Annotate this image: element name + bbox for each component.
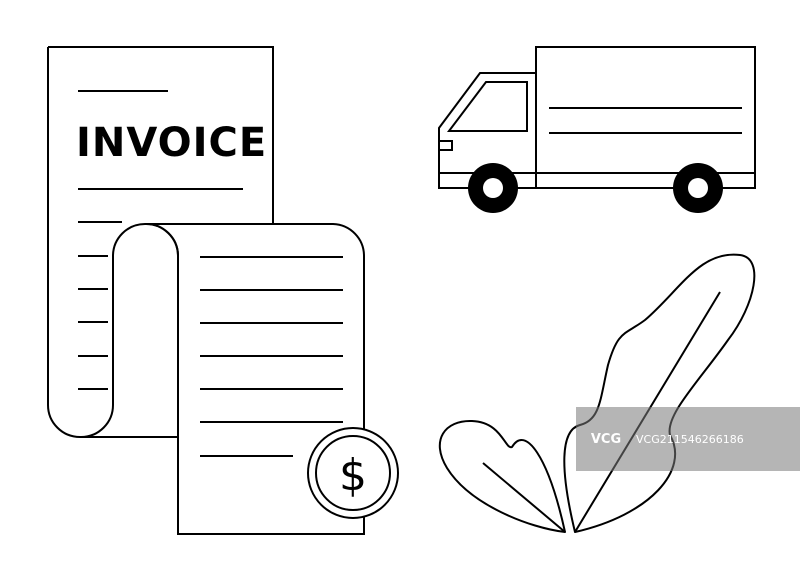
dollar-coin-icon: $ — [307, 427, 399, 519]
watermark-banner: VCG VCG211546266186 — [576, 407, 800, 471]
scroll-document — [80, 222, 365, 535]
delivery-truck-icon — [438, 46, 756, 189]
plant-leaves-icon — [438, 253, 756, 533]
watermark-logo-text: VCG — [590, 431, 622, 447]
watermark-logo-icon: VCG — [576, 432, 636, 447]
scroll-text-lines — [200, 256, 343, 457]
invoice-document — [47, 46, 274, 438]
watermark-id-text: VCG211546266186 — [636, 432, 744, 446]
truck-wheels — [468, 163, 723, 213]
dollar-symbol: $ — [339, 450, 367, 501]
invoice-title: INVOICE — [76, 120, 267, 166]
